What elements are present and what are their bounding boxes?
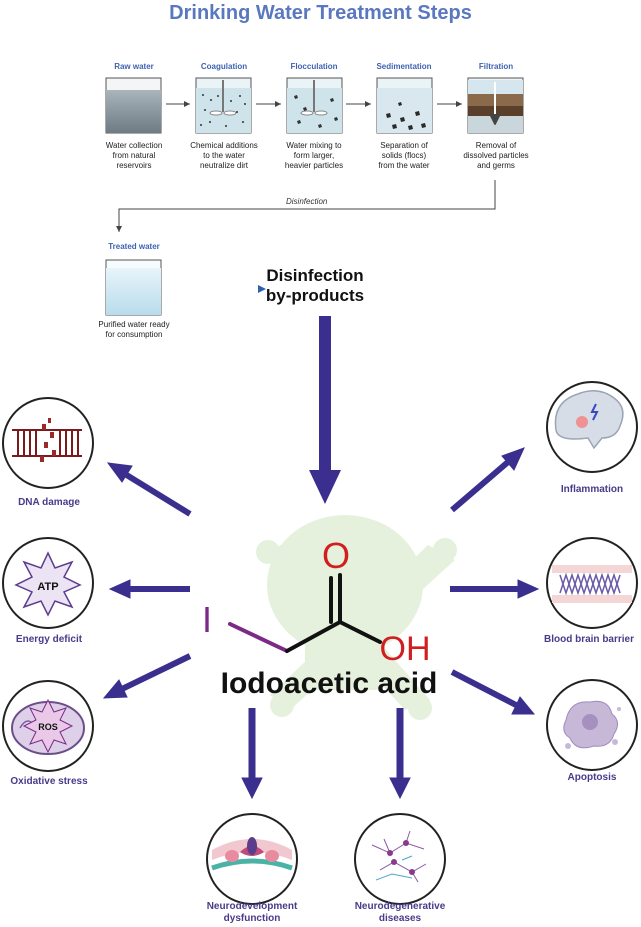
molecule-name: Iodoacetic acid [221, 667, 438, 700]
neurodegenerative-icon [354, 813, 446, 905]
dna-damage-label: DNA damage [18, 497, 80, 508]
oxygen-atom: O [322, 535, 350, 576]
iodoacetic-acid-structure [228, 573, 382, 653]
blood-brain-barrier-icon [546, 537, 638, 629]
main-down-arrow [309, 316, 341, 504]
oxidative-stress-icon [2, 680, 94, 772]
step-heading-flocculation: Flocculation [290, 62, 338, 71]
dna-damage-icon [2, 397, 94, 489]
step-heading-sedimentation: Sedimentation [376, 62, 432, 71]
treated-water-tank [105, 259, 162, 316]
disinfection-label: Disinfection [286, 197, 328, 206]
apoptosis-icon [546, 679, 638, 771]
flocculation-tank [286, 77, 343, 134]
byproducts-arrow [170, 285, 266, 293]
energy-deficit-label: Energy deficit [15, 634, 83, 645]
neurodevelopment-icon [206, 813, 298, 905]
ros-label: ROS [38, 722, 58, 732]
atp-label: ATP [37, 581, 58, 593]
step-arrows [116, 101, 496, 232]
inflammation-icon [546, 381, 638, 473]
step-heading-filtration: Filtration [478, 62, 514, 71]
coagulation-tank [195, 77, 252, 134]
hydroxyl-group: OH [380, 630, 431, 668]
sedimentation-tank [376, 77, 433, 134]
apoptosis-label: Apoptosis [567, 772, 617, 783]
filtration-tank [467, 77, 524, 134]
page-title: Drinking Water Treatment Steps [169, 2, 472, 24]
oxidative-stress-label: Oxidative stress [10, 776, 88, 787]
treated-water-heading: Treated water [108, 242, 160, 251]
raw-water-tank [105, 77, 162, 134]
step-heading-coagulation: Coagulation [200, 62, 248, 71]
energy-deficit-icon [2, 537, 94, 629]
effect-arrows [102, 447, 540, 800]
inflammation-label: Inflammation [560, 484, 624, 495]
bbb-label: Blood brain barrier [543, 634, 634, 645]
iodine-atom: I [202, 599, 212, 640]
step-heading-raw-water: Raw water [114, 62, 154, 71]
